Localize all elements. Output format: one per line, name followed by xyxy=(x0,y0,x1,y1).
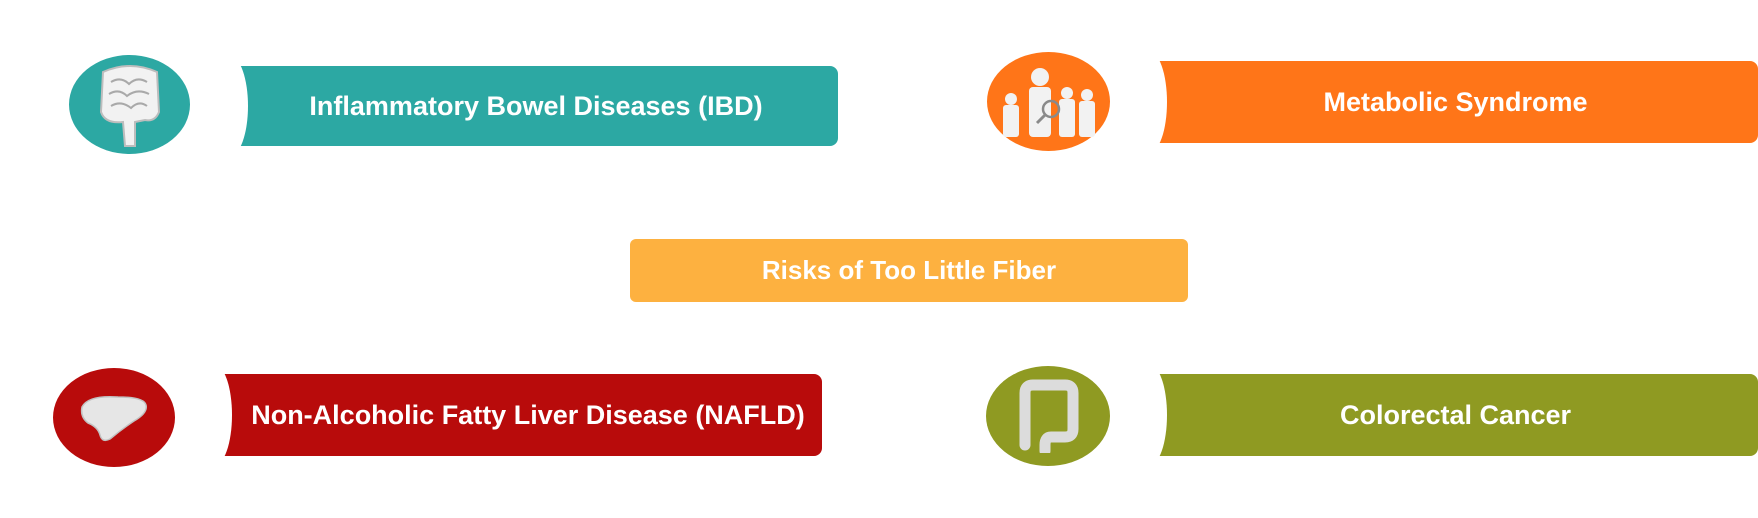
risk-banner-metabolic: Metabolic Syndrome xyxy=(1131,51,1758,153)
risk-label-ibd: Inflammatory Bowel Diseases (IBD) xyxy=(309,90,763,121)
banner-notch xyxy=(1131,51,1167,153)
liver-icon xyxy=(53,368,175,467)
risk-banner-nafld: Non-Alcoholic Fatty Liver Disease (NAFLD… xyxy=(196,364,822,466)
risk-label-nafld: Non-Alcoholic Fatty Liver Disease (NAFLD… xyxy=(251,399,805,430)
center-topic-box: Risks of Too Little Fiber xyxy=(630,239,1188,302)
risk-banner-ibd: Inflammatory Bowel Diseases (IBD) xyxy=(212,56,838,156)
risk-banner-colorectal: Colorectal Cancer xyxy=(1131,364,1758,466)
risk-label-metabolic: Metabolic Syndrome xyxy=(1323,86,1588,117)
banner-notch xyxy=(212,56,248,156)
colon-icon xyxy=(986,366,1110,466)
banner-notch xyxy=(1131,364,1167,466)
center-topic-label: Risks of Too Little Fiber xyxy=(761,255,1057,285)
banner-notch xyxy=(196,364,232,466)
people-magnifier-icon xyxy=(987,52,1110,151)
intestines-icon xyxy=(69,55,190,154)
risk-label-colorectal: Colorectal Cancer xyxy=(1339,399,1572,430)
